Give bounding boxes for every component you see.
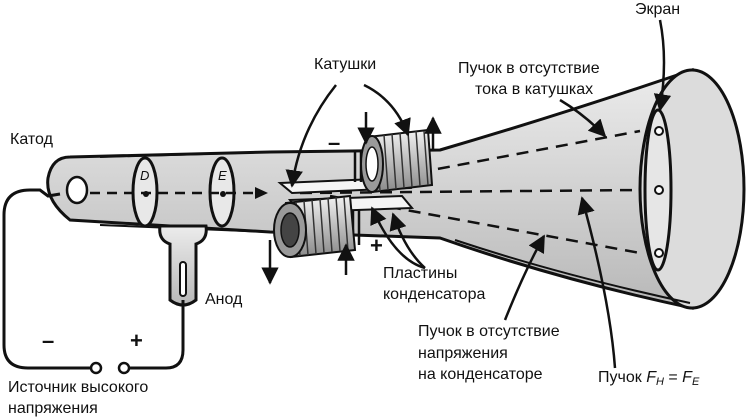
anode-label: Анод <box>205 291 243 308</box>
cathode-electrode <box>30 175 89 205</box>
beam-no-voltage-label-2: напряжения <box>418 345 508 362</box>
coils-label: Катушки <box>314 56 377 73</box>
beam-no-coil-current-label-2: тока в катушках <box>475 81 594 98</box>
leader-lines <box>285 19 672 369</box>
anode-tube <box>158 224 208 332</box>
coil-minus-sign: – <box>328 130 341 155</box>
beam-balanced-prefix: Пучок <box>598 369 647 386</box>
beam-no-coil-current-label-1: Пучок в отсутствие <box>458 60 600 77</box>
source-wiring <box>2 188 185 375</box>
source-minus-sign: – <box>42 328 55 353</box>
beam-balanced-label: Пучок FH = FE <box>598 368 699 392</box>
force-h-symbol: F <box>646 369 656 386</box>
capacitor-plates-label-1: Пластины <box>383 265 458 282</box>
beam-no-voltage-label-1: Пучок в отсутствие <box>418 323 560 340</box>
equals-sign: = <box>663 369 683 386</box>
beam-no-voltage-label-3: на конденсаторе <box>418 366 543 383</box>
force-e-subscript: E <box>691 376 700 388</box>
capacitor-plates-label-2: конденсатора <box>383 286 486 303</box>
force-h-subscript: H <box>655 376 664 388</box>
source-label-1: Источник высокого <box>8 379 149 396</box>
electron-beam <box>90 129 641 255</box>
source-plus-sign: + <box>130 328 143 353</box>
source-label-2: напряжения <box>8 400 98 417</box>
plate-plus-sign: + <box>370 233 383 258</box>
coil-current-arrows <box>261 112 442 285</box>
upper-coil <box>360 128 434 194</box>
screen <box>643 108 673 272</box>
screen-label: Экран <box>635 1 681 18</box>
cathode-label: Катод <box>10 131 53 148</box>
force-e-symbol: F <box>682 369 692 386</box>
plate-e-label: E <box>218 168 227 183</box>
lower-coil <box>273 194 357 259</box>
plate-d-label: D <box>140 168 150 183</box>
